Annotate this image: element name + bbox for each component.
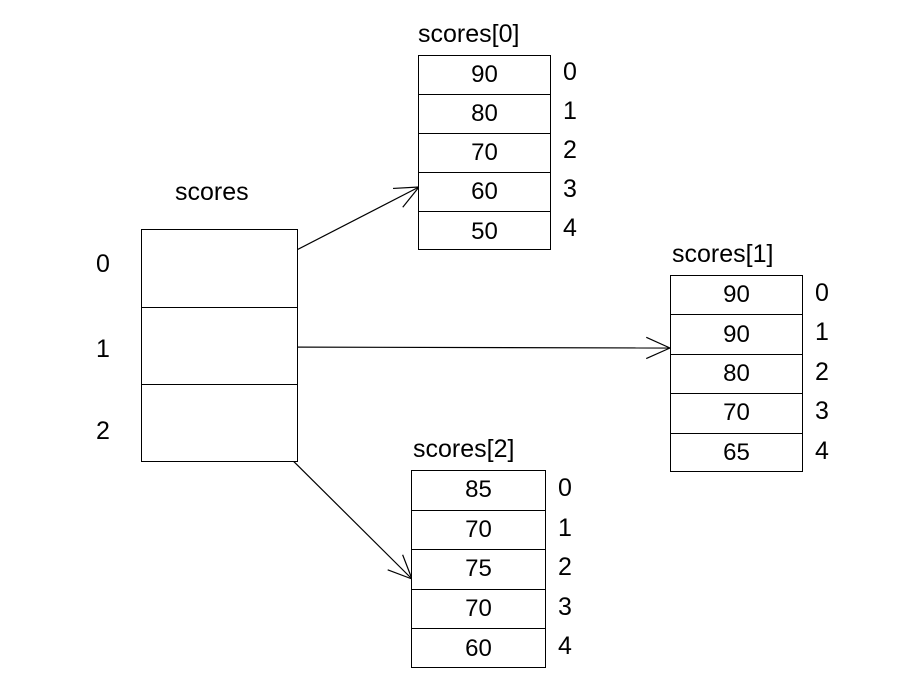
sub-array-title-1: scores[1] [672,240,774,268]
sub-array-0-cell-2[interactable]: 70 [419,134,550,173]
sub-array-1-index-3: 3 [815,397,829,426]
sub-array-1-cell-4[interactable]: 65 [723,439,750,467]
pointer-array-index-2: 2 [96,417,110,445]
sub-array-1-cell-2[interactable]: 80 [671,355,802,395]
sub-array-1-index-2: 2 [815,357,829,386]
sub-array-2-index-4: 4 [558,632,572,661]
pointer-array-cell-0[interactable] [142,230,297,308]
sub-array-2-cell-1[interactable]: 70 [412,511,545,551]
pointer-array-title: scores [175,178,249,206]
sub-array-2-cell-2[interactable]: 75 [412,550,545,590]
sub-array-0-index-0: 0 [563,58,577,86]
sub-array-2-index-2: 2 [558,553,572,582]
sub-array-2-cell-0[interactable]: 85 [412,471,545,511]
pointer-array-cell-1[interactable] [142,308,297,386]
sub-array-2-index-0: 0 [558,474,572,502]
sub-array-0-cell-3[interactable]: 60 [419,173,550,212]
sub-array-0-index-4: 4 [563,214,577,242]
sub-array-2-index-1: 1 [558,513,572,542]
sub-array-title-2: scores[2] [413,435,515,463]
sub-array-0-index-2: 2 [563,136,577,164]
sub-array-1-index-0: 0 [815,279,829,307]
sub-array-1-cell-0[interactable]: 90 [671,276,802,316]
arrow-scores-1 [249,336,671,360]
sub-array-0-index-1: 1 [563,97,577,125]
sub-array-2-cell-3[interactable]: 70 [412,590,545,630]
pointer-array-box [141,229,298,462]
sub-array-1-cell-3[interactable]: 70 [671,394,802,434]
sub-array-1-cell-1[interactable]: 90 [671,315,802,355]
sub-array-1-index-4: 4 [815,436,829,465]
pointer-array-cell-2[interactable] [142,385,297,463]
sub-array-1-index-1: 1 [815,318,829,347]
pointer-array-index-0: 0 [96,250,110,278]
sub-array-0-cell-0[interactable]: 90 [419,56,550,95]
sub-array-0-cell-4[interactable]: 50 [471,217,498,245]
sub-array-2-cell-4[interactable]: 60 [465,635,492,663]
sub-array-0-index-3: 3 [563,175,577,203]
sub-array-2-index-3: 3 [558,592,572,621]
pointer-array-index-1: 1 [96,335,110,363]
sub-array-0-cell-1[interactable]: 80 [419,95,550,134]
sub-array-title-0: scores[0] [418,20,520,48]
